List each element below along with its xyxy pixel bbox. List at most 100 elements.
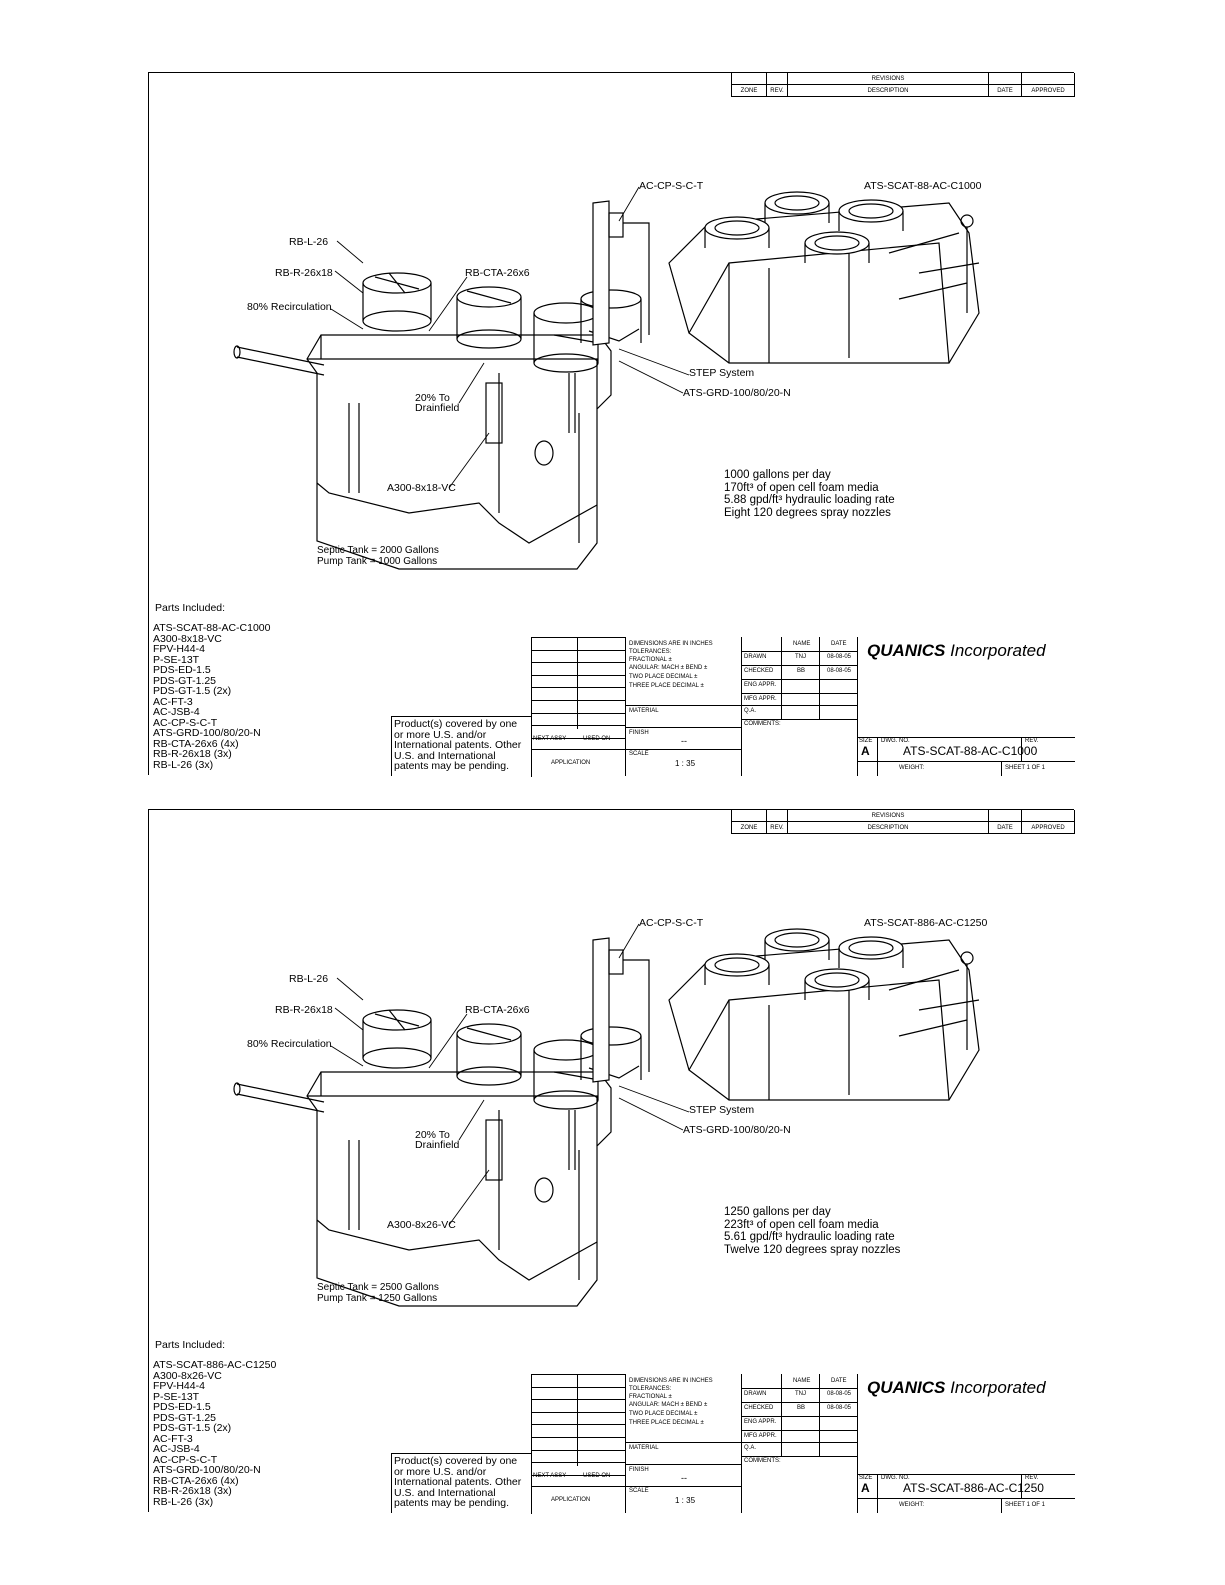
date-header: DATE	[831, 1378, 847, 1384]
parts-list-item: AC-FT-3	[153, 1432, 193, 1445]
eng-appr-label: ENG APPR.	[744, 682, 777, 688]
parts-list-item: P-SE-13T	[153, 653, 200, 666]
angular-label: ANGULAR: MACH ± BEND ±	[629, 1402, 708, 1408]
comments-label: COMMENTS:	[744, 1458, 781, 1464]
name-header: NAME	[793, 641, 811, 647]
approved-header: APPROVED	[1021, 84, 1075, 97]
label-pump: A300-8x18-VC	[387, 482, 456, 494]
parts-list-item: PDS-GT-1.25	[153, 1411, 217, 1424]
system-isometric-drawing	[233, 186, 980, 570]
parts-list-item: FPV-H44-4	[153, 643, 205, 655]
parts-list-item: RB-L-26 (3x)	[153, 758, 214, 771]
parts-list-item: ATS-GRD-100/80/20-N	[153, 1464, 261, 1476]
finish-value: --	[681, 736, 687, 746]
rev-label: REV.	[1025, 1475, 1039, 1481]
revisions-table: REVISIONS ZONE REV. DESCRIPTION DATE APP…	[731, 810, 1075, 834]
name-header: NAME	[793, 1378, 811, 1384]
rev-header: REV.	[766, 821, 788, 834]
company-name-bold: QUANICS	[867, 1378, 946, 1397]
description-header: DESCRIPTION	[787, 84, 989, 97]
parts-list-item: PDS-GT-1.25	[153, 674, 217, 687]
approved-header: APPROVED	[1021, 821, 1075, 834]
drawn-by: TNJ	[795, 1391, 806, 1397]
septic-tank-drawing	[233, 1071, 612, 1307]
sheet-label: SHEET 1 OF 1	[1005, 765, 1045, 771]
drawn-label: DRAWN	[744, 1391, 767, 1397]
tank-capacities: Septic Tank = 2500 Gallons Pump Tank = 1…	[317, 1282, 439, 1304]
label-riser-lid: RB-L-26	[289, 236, 329, 248]
parts-list-item: ATS-GRD-100/80/20-N	[153, 727, 261, 739]
rev-label: REV.	[1025, 738, 1039, 744]
title-block: NEXT ASSY USED ON APPLICATION DIMENSIONS…	[531, 1374, 1075, 1514]
system-isometric-drawing	[233, 923, 980, 1307]
label-riser-lid: RB-L-26	[289, 973, 329, 985]
parts-title: Parts Included:	[155, 602, 226, 614]
parts-list-item: RB-R-26x18 (3x)	[153, 1485, 232, 1497]
zone-header: ZONE	[731, 84, 767, 97]
qa-label: Q.A.	[744, 1445, 757, 1451]
label-treatment-pod: ATS-SCAT-886-AC-C1250	[864, 917, 988, 929]
label-drainfield-line1: 20% To	[415, 1129, 450, 1141]
parts-list-item: A300-8x26-VC	[153, 1369, 222, 1382]
dims-label: DIMENSIONS ARE IN INCHES	[629, 641, 713, 647]
finish-value: --	[681, 1473, 687, 1483]
parts-title: Parts Included:	[155, 1339, 226, 1351]
parts-list-item: ATS-SCAT-88-AC-C1000	[153, 622, 271, 634]
checked-by: BB	[797, 668, 806, 674]
parts-list-item: PDS-GT-1.5 (2x)	[153, 1422, 232, 1434]
checked-label: CHECKED	[744, 1405, 774, 1411]
label-drainfield-line2: Drainfield	[415, 1139, 460, 1151]
angular-label: ANGULAR: MACH ± BEND ±	[629, 665, 708, 671]
drawing-sheet-1: REVISIONS ZONE REV. DESCRIPTION DATE APP…	[148, 72, 1075, 777]
label-grd: ATS-GRD-100/80/20-N	[683, 1124, 791, 1136]
spec-line: 5.88 gpd/ft³ hydraulic loading rate	[724, 494, 895, 506]
label-control-panel: AC-CP-S-C-T	[639, 180, 704, 192]
size-value: A	[861, 744, 870, 758]
parts-list-item: RB-CTA-26x6 (4x)	[153, 1474, 239, 1487]
parts-list-item: AC-CP-S-C-T	[153, 716, 218, 729]
parts-list-item: PDS-ED-1.5	[153, 1401, 211, 1413]
septic-tank-drawing	[233, 334, 612, 570]
label-control-panel: AC-CP-S-C-T	[639, 917, 704, 929]
label-drainfield: 20% To Drainfield	[415, 392, 460, 414]
eng-appr-label: ENG APPR.	[744, 1419, 777, 1425]
weight-label: WEIGHT:	[899, 1502, 924, 1508]
label-drainfield-line1: 20% To	[415, 392, 450, 404]
label-drainfield-line2: Drainfield	[415, 402, 460, 414]
parts-list-item: RB-CTA-26x6 (4x)	[153, 737, 239, 750]
control-panel-post-drawing	[592, 937, 650, 1083]
three-place-label: THREE PLACE DECIMAL ±	[629, 683, 704, 689]
label-drainfield: 20% To Drainfield	[415, 1129, 460, 1151]
parts-list-item: A300-8x18-VC	[153, 632, 222, 645]
company-name-rest: Incorporated	[945, 1378, 1046, 1397]
parts-list-item: RB-R-26x18 (3x)	[153, 748, 232, 760]
finish-label: FINISH	[629, 730, 649, 736]
dwg-no-label: DWG. NO.	[881, 738, 910, 744]
spec-line: 223ft³ of open cell foam media	[724, 1218, 879, 1231]
finish-label: FINISH	[629, 1467, 649, 1473]
sheet-label: SHEET 1 OF 1	[1005, 1502, 1045, 1508]
control-panel-post-drawing	[592, 200, 650, 346]
two-place-label: TWO PLACE DECIMAL ±	[629, 1411, 698, 1417]
label-riser: RB-R-26x18	[275, 267, 333, 279]
label-treatment-pod: ATS-SCAT-88-AC-C1000	[864, 180, 982, 192]
scale-label: SCALE	[629, 751, 649, 757]
patent-notice: Product(s) covered by one or more U.S. a…	[391, 716, 531, 776]
tolerances-label: TOLERANCES:	[629, 1386, 672, 1392]
label-riser: RB-R-26x18	[275, 1004, 333, 1016]
qa-label: Q.A.	[744, 708, 757, 714]
parts-list-item: FPV-H44-4	[153, 1380, 205, 1392]
next-assy-label: NEXT ASSY	[533, 1473, 567, 1479]
checked-date: 08-08-05	[827, 1405, 852, 1411]
description-header: DESCRIPTION	[787, 821, 989, 834]
label-recirculation: 80% Recirculation	[247, 301, 332, 313]
mfg-appr-label: MFG APPR.	[744, 696, 777, 702]
parts-list-item: AC-JSB-4	[153, 1443, 200, 1455]
dwg-no-value: ATS-SCAT-88-AC-C1000	[903, 744, 1038, 758]
date-header: DATE	[831, 641, 847, 647]
company-name: QUANICS Incorporated	[867, 641, 1046, 661]
scale-value: 1 : 35	[675, 759, 696, 768]
parts-list-item: P-SE-13T	[153, 1390, 200, 1403]
rev-header: REV.	[766, 84, 788, 97]
